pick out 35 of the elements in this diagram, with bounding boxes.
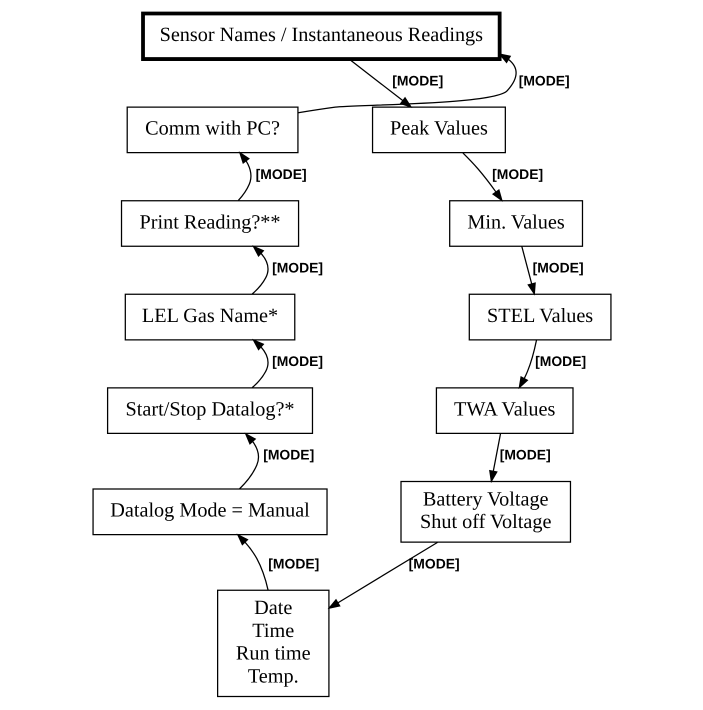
edge-label: [MODE] [532, 260, 584, 276]
arrow [236, 533, 268, 590]
node-box: Sensor Names / Instantaneous Readings [140, 12, 502, 61]
arrow [251, 338, 268, 388]
edge-label: [MODE] [492, 166, 543, 182]
arrow [238, 432, 259, 490]
node-box: Date Time Run time Temp. [216, 590, 330, 698]
node-box: Datalog Mode = Manual [92, 488, 328, 536]
edge-label: [MODE] [255, 166, 306, 182]
node-box: TWA Values [435, 387, 574, 434]
edge-label: [MODE] [392, 72, 443, 88]
edge-label: [MODE] [272, 260, 323, 276]
node-box: Print Reading?** [120, 200, 299, 247]
edge-label: [MODE] [268, 555, 319, 572]
node-box: Min. Values [448, 200, 583, 247]
node-box: Comm with PC? [126, 106, 298, 154]
edge-label: [MODE] [499, 446, 550, 463]
arrow [518, 340, 537, 390]
node-box: Start/Stop Datalog?* [106, 387, 313, 434]
edge-label: [MODE] [518, 72, 570, 88]
node-box: LEL Gas Name* [124, 294, 295, 340]
edge-label: [MODE] [534, 353, 586, 370]
edge-label: [MODE] [262, 446, 314, 463]
edge-label: [MODE] [272, 353, 323, 370]
arrow [251, 245, 268, 295]
arrow [488, 434, 501, 484]
arrow [327, 542, 438, 610]
arrow [462, 152, 502, 202]
node-box: STEL Values [468, 294, 612, 340]
node-box: Peak Values [371, 106, 506, 154]
arrow [520, 246, 536, 296]
arrow [298, 53, 516, 114]
node-box: Battery Voltage Shut off Voltage [400, 480, 571, 543]
arrow [237, 151, 252, 201]
edge-label: [MODE] [408, 555, 460, 572]
